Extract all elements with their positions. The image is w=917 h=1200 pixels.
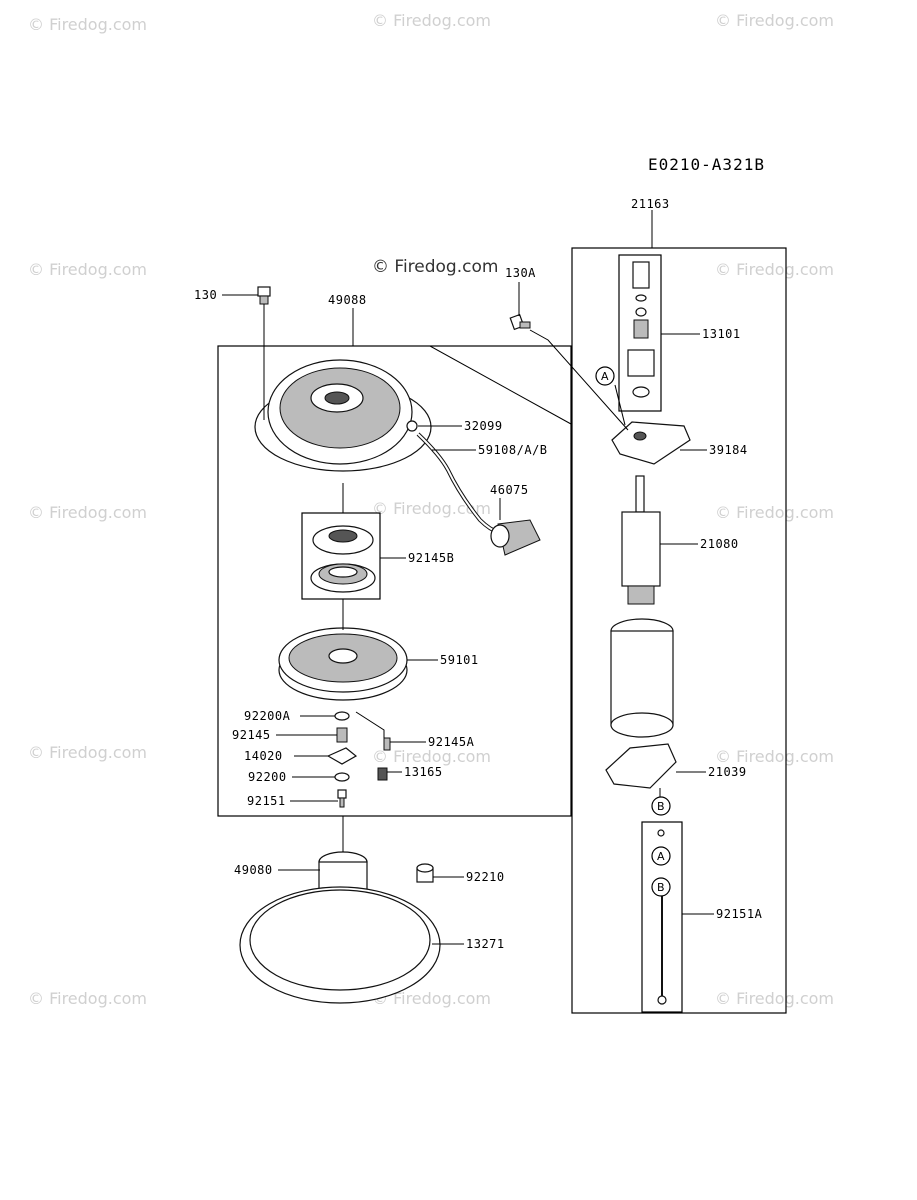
part-label: 21039 <box>708 765 747 779</box>
part-label: 13165 <box>404 765 443 779</box>
electric-starter-frame <box>571 247 787 1014</box>
nut-92210 <box>416 863 434 883</box>
part-label: 92145 <box>232 728 271 742</box>
part-label: 46075 <box>490 483 529 497</box>
part-label: 21080 <box>700 537 739 551</box>
part-label: 130A <box>505 266 536 280</box>
svg-text:A: A <box>601 370 609 383</box>
bracket-39184 <box>611 421 691 465</box>
watermark: © Firedog.com <box>28 503 147 522</box>
part-label: 92210 <box>466 870 505 884</box>
ref-b-bolt: B <box>651 877 671 897</box>
starter-handle <box>490 519 541 556</box>
watermark: © Firedog.com <box>372 11 491 30</box>
part-label: 21163 <box>631 197 670 211</box>
watermark: © Firedog.com <box>715 11 834 30</box>
washer-92200A <box>334 711 350 721</box>
svg-text:B: B <box>657 800 665 813</box>
watermark: © Firedog.com <box>715 989 834 1008</box>
part-label: 92145A <box>428 735 475 749</box>
part-label: 130 <box>194 288 217 302</box>
part-label: 92151A <box>716 907 763 921</box>
through-bolt-92151A <box>657 829 667 1005</box>
watermark: © Firedog.com <box>28 743 147 762</box>
watermark: © Firedog.com <box>28 15 147 34</box>
yoke <box>610 618 674 738</box>
watermark: © Firedog.com <box>372 747 491 766</box>
reel-spring <box>310 525 376 593</box>
part-label: 49088 <box>328 293 367 307</box>
part-label: 13271 <box>466 937 505 951</box>
svg-text:A: A <box>657 850 665 863</box>
pinion-13101 <box>627 261 655 398</box>
part-label: 39184 <box>709 443 748 457</box>
bolt-130 <box>257 286 271 305</box>
watermark: © Firedog.com <box>715 260 834 279</box>
watermarks: © Firedog.com © Firedog.com © Firedog.co… <box>28 11 834 1008</box>
starter-plate <box>239 886 441 1004</box>
diagram-code: E0210-A321B <box>648 155 765 174</box>
watermark: © Firedog.com <box>715 503 834 522</box>
pawl-13165 <box>377 767 388 781</box>
part-label: 14020 <box>244 749 283 763</box>
ref-b-top: B <box>651 796 671 816</box>
svg-text:B: B <box>657 881 665 894</box>
pinion-assembly-frame <box>618 254 662 412</box>
watermark-prominent: © Firedog.com <box>372 257 498 277</box>
part-label: 49080 <box>234 863 273 877</box>
watermark: © Firedog.com <box>372 499 491 518</box>
part-labels: 21163 130 49088 130A 13101 32099 39184 5… <box>194 197 763 951</box>
ref-a-top: A <box>595 366 615 386</box>
bolt-130A <box>509 313 531 331</box>
bolt-92151 <box>337 789 347 808</box>
part-label: 92200 <box>248 770 287 784</box>
ratchet-14020 <box>326 747 358 765</box>
watermark: © Firedog.com <box>28 989 147 1008</box>
starter-case <box>254 359 432 472</box>
armature-21080 <box>621 475 661 605</box>
spring-92145 <box>336 727 348 743</box>
starter-rope <box>416 432 501 535</box>
part-label: 59108/A/B <box>478 443 548 457</box>
part-label: 13101 <box>702 327 741 341</box>
part-label: 32099 <box>464 419 503 433</box>
part-label: 92200A <box>244 709 291 723</box>
part-label: 92151 <box>247 794 286 808</box>
ref-a-bolt: A <box>651 846 671 866</box>
washer-92200 <box>334 772 350 782</box>
reel-spring-frame <box>301 512 381 600</box>
reel-59101 <box>278 627 408 701</box>
through-bolt-frame <box>641 821 683 1013</box>
spring-92145A <box>383 737 391 751</box>
watermark: © Firedog.com <box>372 989 491 1008</box>
watermark: © Firedog.com <box>715 747 834 766</box>
brush-holder-21039 <box>605 743 677 789</box>
watermark: © Firedog.com <box>28 260 147 279</box>
part-label: 92145B <box>408 551 454 565</box>
part-label: 59101 <box>440 653 479 667</box>
leader-lines <box>218 210 714 945</box>
